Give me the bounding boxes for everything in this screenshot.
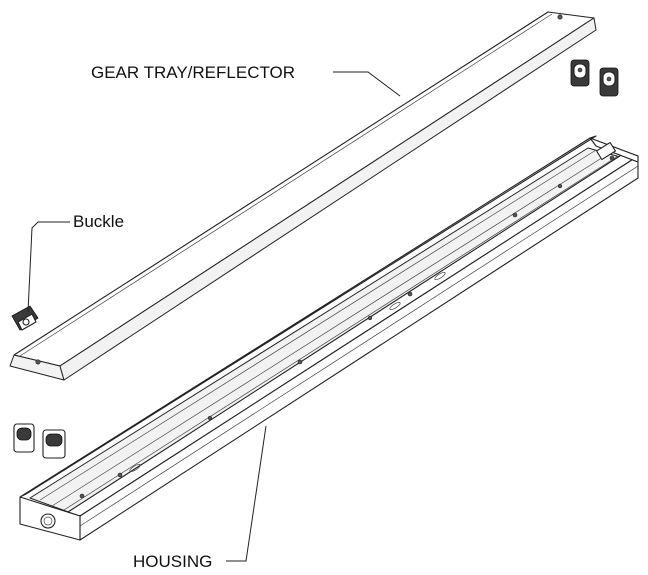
lampholder-bottom-left-2 — [42, 429, 66, 459]
lampholder-bottom-left-1 — [13, 423, 35, 453]
lampholder-top-right-2 — [599, 67, 619, 97]
buckle — [11, 305, 39, 331]
lampholder-top-right-1 — [570, 59, 590, 87]
buckle-label: Buckle — [73, 212, 125, 231]
gear-tray-leader — [333, 71, 401, 97]
gear-tray-reflector — [9, 11, 597, 381]
gear-tray-reflector-label: GEAR TRAY/REFLECTOR — [91, 63, 296, 82]
housing-leader — [226, 425, 267, 562]
housing — [19, 135, 639, 541]
buckle-leader — [27, 221, 70, 313]
housing-label: HOUSING — [133, 552, 213, 571]
